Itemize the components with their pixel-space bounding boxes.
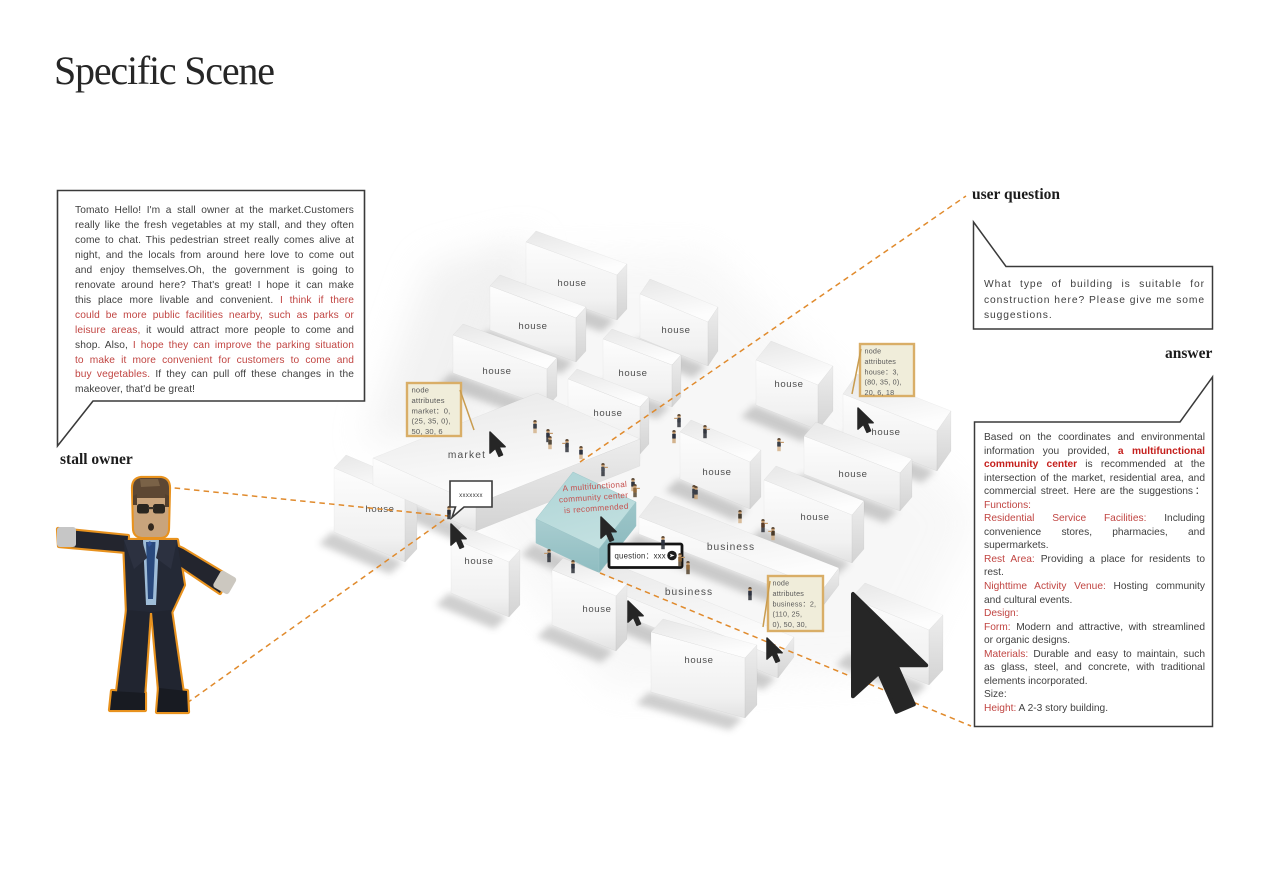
svg-text:0), 50, 30,: 0), 50, 30,	[773, 620, 808, 629]
svg-text:(110, 25,: (110, 25,	[773, 610, 803, 619]
svg-text:xxxxxxx: xxxxxxx	[459, 493, 483, 499]
svg-text:business: business	[665, 587, 713, 598]
svg-text:house: house	[593, 408, 622, 419]
svg-text:(80, 35, 0),: (80, 35, 0),	[865, 378, 902, 387]
svg-text:house: house	[871, 427, 900, 438]
svg-text:house：3,: house：3,	[865, 367, 899, 376]
svg-text:market: market	[448, 450, 486, 461]
svg-text:house: house	[518, 321, 547, 332]
svg-text:node: node	[865, 347, 882, 356]
svg-text:50, 30, 6: 50, 30, 6	[412, 427, 443, 436]
svg-text:house: house	[702, 467, 731, 478]
svg-text:attributes: attributes	[773, 589, 805, 598]
svg-text:house: house	[800, 512, 829, 523]
svg-text:business: business	[707, 542, 755, 553]
svg-text:house: house	[482, 366, 511, 377]
svg-text:node: node	[412, 386, 430, 395]
svg-text:attributes: attributes	[865, 357, 897, 366]
svg-text:house: house	[774, 379, 803, 390]
svg-text:house: house	[838, 469, 867, 480]
svg-text:house: house	[557, 278, 586, 289]
svg-text:market：0,: market：0,	[412, 406, 451, 415]
svg-text:house: house	[618, 368, 647, 379]
svg-text:business：2,: business：2,	[773, 599, 817, 608]
svg-text:house: house	[582, 604, 611, 615]
svg-text:20, 6, 18: 20, 6, 18	[865, 388, 895, 397]
svg-text:attributes: attributes	[412, 396, 445, 405]
svg-text:house: house	[661, 325, 690, 336]
svg-text:house: house	[684, 655, 713, 666]
svg-text:(25, 35, 0),: (25, 35, 0),	[412, 417, 451, 426]
svg-text:node: node	[773, 579, 790, 588]
svg-text:house: house	[464, 556, 493, 567]
svg-text:question：xxx: question：xxx	[615, 552, 666, 561]
